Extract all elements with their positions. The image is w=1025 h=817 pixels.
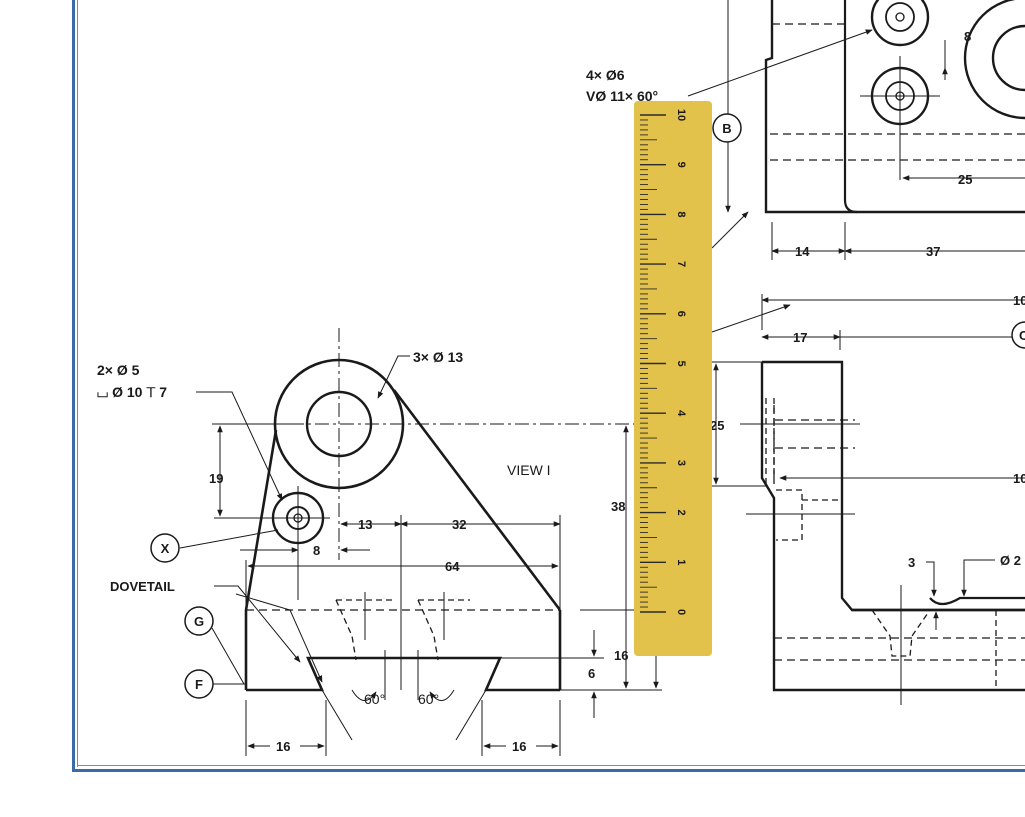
dim-25-side: 25 bbox=[710, 418, 724, 433]
dim-16-right: 16 bbox=[614, 648, 628, 663]
callout-x-label: X bbox=[161, 541, 170, 556]
callout-c-circle bbox=[1011, 321, 1025, 349]
ruler-label: 4 bbox=[675, 410, 687, 417]
side-view bbox=[708, 294, 1025, 705]
big-hole-spec: 3× Ø 13 bbox=[413, 349, 463, 365]
hole-spec-left-line1: 2× Ø 5 bbox=[97, 362, 140, 378]
dim-38: 38 bbox=[611, 499, 625, 514]
dim-8-top: 8 bbox=[964, 29, 971, 44]
front-view bbox=[179, 328, 710, 756]
top-right-view bbox=[687, 0, 1025, 260]
dim-17: 17 bbox=[793, 330, 807, 345]
dim-37: 37 bbox=[926, 244, 940, 259]
ruler-label: 9 bbox=[675, 162, 687, 168]
view-label: VIEW I bbox=[507, 462, 551, 478]
hole-spec-left-line2: ⌴ Ø 10 ⊤ 7 bbox=[97, 384, 167, 400]
ruler-label: 1 bbox=[675, 559, 687, 565]
dim-dia-partial: Ø 2 bbox=[1000, 553, 1021, 568]
sheet-border-left-inner bbox=[77, 0, 78, 767]
ruler-label: 3 bbox=[675, 460, 687, 466]
hole-spec-top-line2: VØ 11× 60° bbox=[586, 88, 658, 104]
sheet-border-left bbox=[72, 0, 75, 772]
dovetail-label: DOVETAIL bbox=[110, 579, 175, 594]
dim-32: 32 bbox=[452, 517, 466, 532]
ruler-label: 6 bbox=[675, 311, 687, 317]
angle-right: 60° bbox=[418, 691, 439, 707]
callout-b-label: B bbox=[722, 121, 731, 136]
dim-25-top: 25 bbox=[958, 172, 972, 187]
callout-f-label: F bbox=[195, 677, 203, 692]
ruler-labels: 0 1 2 3 4 5 6 7 8 9 10 bbox=[675, 109, 687, 615]
dim-14: 14 bbox=[795, 244, 810, 259]
dim-10-a: 10 bbox=[1013, 293, 1025, 308]
callout-f-circle bbox=[184, 669, 214, 699]
sheet-border-bottom-inner bbox=[77, 765, 1025, 766]
callout-x-circle bbox=[150, 533, 180, 563]
ruler-label: 8 bbox=[675, 211, 687, 217]
ruler-label: 7 bbox=[675, 261, 687, 267]
dim-8: 8 bbox=[313, 543, 320, 558]
ruler-label: 5 bbox=[675, 360, 687, 366]
callout-g-circle bbox=[184, 606, 214, 636]
dim-6: 6 bbox=[588, 666, 595, 681]
ruler-label: 2 bbox=[675, 510, 687, 516]
callout-g-label: G bbox=[194, 614, 204, 629]
ruler-label: 0 bbox=[675, 609, 687, 615]
dim-3: 3 bbox=[908, 555, 915, 570]
ruler-ticks bbox=[640, 114, 666, 613]
dim-16-bottom-left: 16 bbox=[276, 739, 290, 754]
dim-19: 19 bbox=[209, 471, 223, 486]
dim-16-bottom-right: 16 bbox=[512, 739, 526, 754]
ruler-body[interactable] bbox=[634, 101, 712, 656]
callout-c-label: C bbox=[1019, 328, 1025, 343]
dim-13: 13 bbox=[358, 517, 372, 532]
hole-spec-top-line1: 4× Ø6 bbox=[586, 67, 625, 83]
dim-10-b: 10 bbox=[1013, 471, 1025, 486]
callout-b-circle bbox=[712, 113, 742, 143]
angle-left: 60° bbox=[364, 691, 385, 707]
measuring-ruler[interactable]: 0 1 2 3 4 5 6 7 8 9 10 bbox=[634, 101, 712, 656]
ruler-label: 10 bbox=[675, 109, 687, 121]
dim-64: 64 bbox=[445, 559, 460, 574]
sheet-border-bottom bbox=[72, 769, 1025, 772]
